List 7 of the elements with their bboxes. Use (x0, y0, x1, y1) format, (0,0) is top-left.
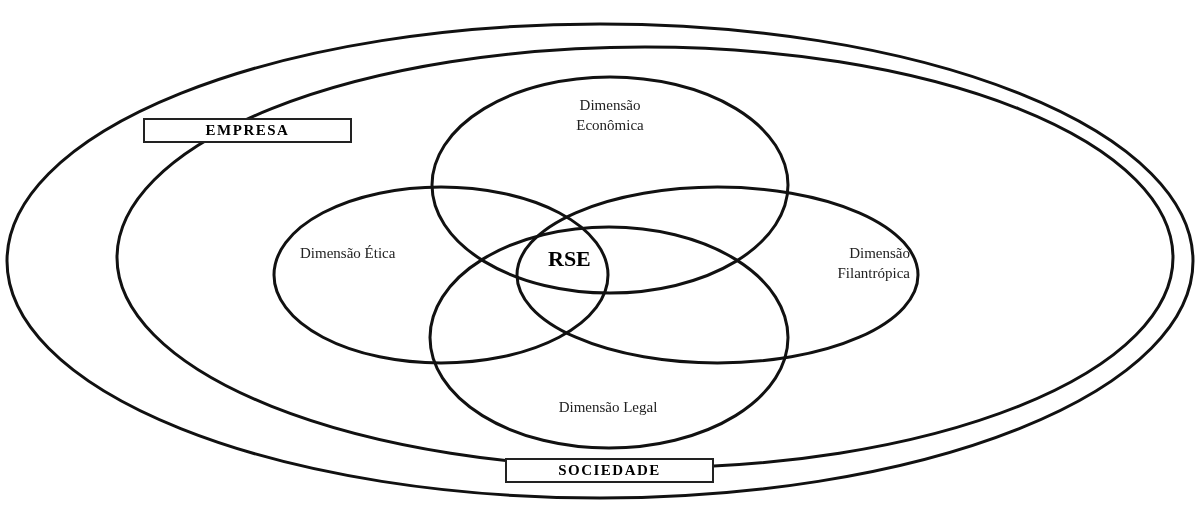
heading-label: EMPRESA (143, 118, 352, 143)
dimension-label: Dimensão Econômica (575, 96, 645, 135)
heading-label: SOCIEDADE (505, 458, 714, 483)
dimension-label: Dimensão Filantrópica (836, 244, 910, 283)
center-label: RSE (548, 246, 591, 272)
dimension-label: Dimensão Legal (557, 398, 659, 417)
dimension-label: Dimensão Ética (300, 244, 397, 263)
